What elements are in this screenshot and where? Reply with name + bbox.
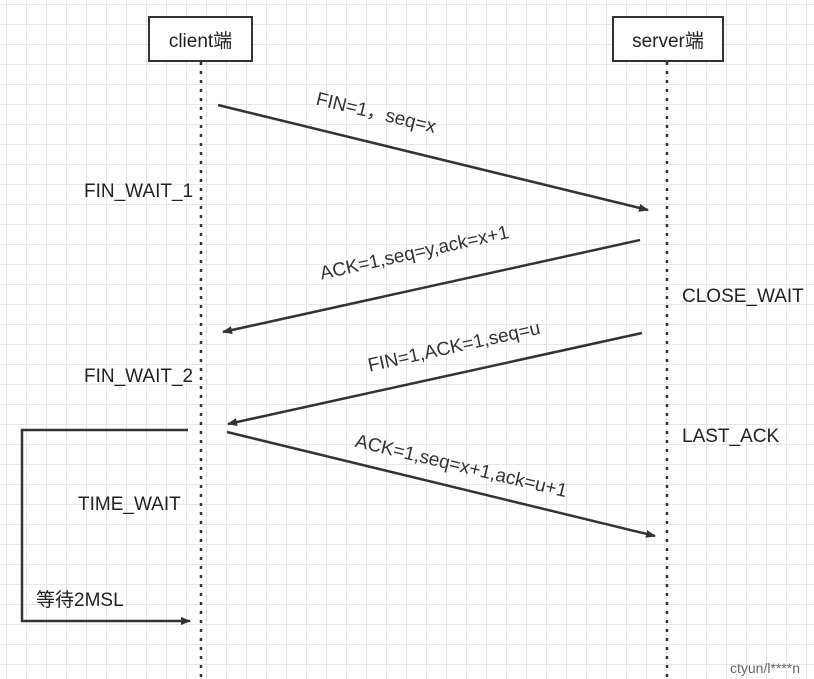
fin-arrow xyxy=(217,103,649,212)
client-box: client端 xyxy=(148,16,253,62)
time-wait-bracket xyxy=(20,428,191,625)
server-box: server端 xyxy=(612,16,724,62)
wait-2msl-label: 等待2MSL xyxy=(36,590,124,611)
state-fin-wait-1: FIN_WAIT_1 xyxy=(84,181,194,202)
state-close-wait: CLOSE_WAIT xyxy=(682,286,804,307)
ack-arrow xyxy=(222,238,641,334)
fin-ack-arrow xyxy=(227,331,643,426)
state-time-wait: TIME_WAIT xyxy=(78,494,181,515)
final-ack-arrow xyxy=(226,430,656,538)
server-label: server端 xyxy=(632,30,704,52)
watermark: ctyun/l****n xyxy=(730,660,801,676)
state-fin-wait-2: FIN_WAIT_2 xyxy=(84,366,194,387)
state-last-ack: LAST_ACK xyxy=(682,426,780,447)
client-label: client端 xyxy=(168,30,233,52)
